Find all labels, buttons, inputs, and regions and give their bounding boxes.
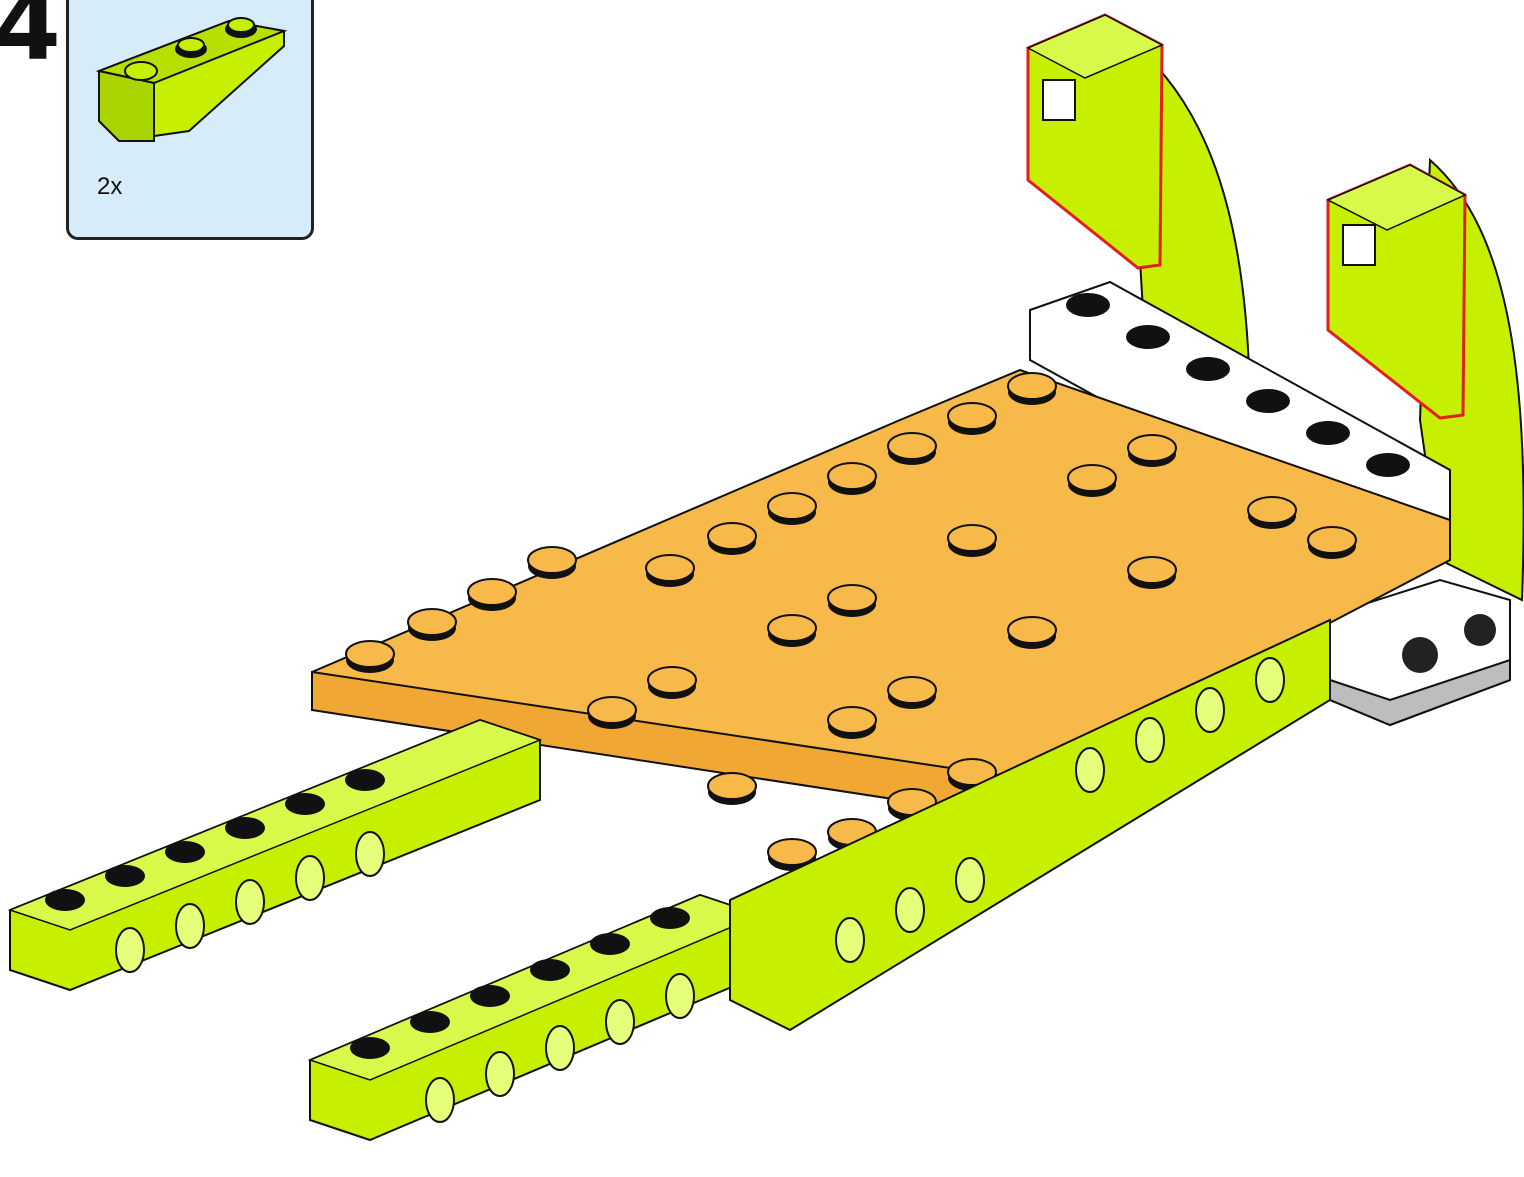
white-hub-block xyxy=(1329,578,1511,727)
parts-callout: 2x xyxy=(66,0,314,240)
new-inverted-slope-brick-2 xyxy=(1326,163,1467,420)
lime-beam-side xyxy=(729,618,1331,1032)
parts-count: 2x xyxy=(97,173,123,200)
new-inverted-slope-brick-1 xyxy=(1026,13,1164,270)
lime-beam-lower-arm xyxy=(307,893,763,1142)
step-number: 4 xyxy=(0,0,61,82)
white-brick xyxy=(1029,280,1451,550)
lime-beam-upper-arm xyxy=(7,718,543,992)
orange-studs xyxy=(345,372,1357,871)
orange-plate-assembly xyxy=(311,368,1451,822)
inverted-slope-brick-icon xyxy=(95,17,288,143)
